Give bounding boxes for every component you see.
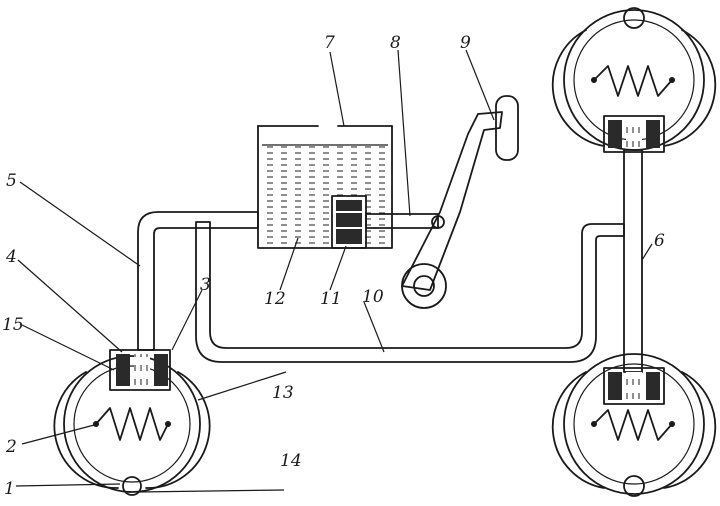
label-6: 6 <box>654 231 665 251</box>
label-9: 9 <box>460 33 471 53</box>
reservoir-12 <box>257 125 393 249</box>
label-5: 5 <box>6 171 17 191</box>
pipe-6 <box>623 149 643 373</box>
label-1: 1 <box>4 479 15 499</box>
label-13: 13 <box>272 383 294 403</box>
brake-drum-rear-bottom <box>551 353 717 497</box>
label-2: 2 <box>5 437 17 457</box>
brake-drum-rear-top <box>551 7 717 153</box>
pipe-10 <box>195 221 625 363</box>
label-8: 8 <box>390 33 401 53</box>
leader-lines <box>15 49 653 493</box>
piston-11 <box>331 195 367 249</box>
label-11: 11 <box>320 289 342 309</box>
label-7: 7 <box>324 33 335 53</box>
push-rod-8 <box>365 213 439 229</box>
label-12: 12 <box>264 289 286 309</box>
brake-drum-front-left <box>53 349 211 496</box>
pipe-5 <box>137 211 259 351</box>
label-4: 4 <box>5 247 17 267</box>
label-15: 15 <box>2 315 24 335</box>
label-10: 10 <box>362 287 384 307</box>
pedal-9 <box>401 95 519 309</box>
label-14: 14 <box>280 451 302 471</box>
label-3: 3 <box>200 275 211 295</box>
